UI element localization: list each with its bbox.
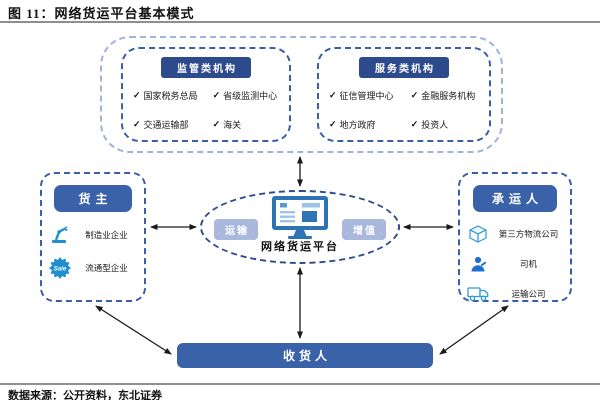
org-label: 海关 [223,120,242,130]
org-label: 地方政府 [339,120,376,130]
robot-arm-icon [49,225,71,244]
org-label: 交通运输部 [143,120,189,130]
check-icon: ✓ [212,119,221,129]
package-icon [467,225,489,243]
title-divider [0,21,600,23]
org-item: ✓交通运输部 [133,118,213,131]
computer-monitor-icon [271,195,329,245]
list-item: 第三方物流公司 [467,225,563,243]
carrier-item-label: 司机 [519,259,537,269]
carrier-box: 承运人 第三方物流公司 司机 [458,172,572,302]
check-icon: ✓ [212,90,221,100]
list-item: Sale 流通型企业 [49,257,137,279]
service-institutions-box: 服务类机构 ✓征信管理中心 ✓金融服务机构 ✓地方政府 ✓投资人 [317,47,491,142]
transport-tag: 运输 [214,219,258,240]
carrier-header: 承运人 [473,185,557,212]
sale-badge-text: Sale [54,266,67,273]
org-item: ✓地方政府 [329,118,411,131]
arrow-carrier-consignee [439,305,509,355]
check-icon: ✓ [329,119,337,129]
list-item: 司机 [467,256,563,272]
org-item: ✓国家税务总局 [133,89,213,102]
data-source: 数据来源：公开资料，东北证券 [8,390,162,400]
check-icon: ✓ [133,90,141,100]
check-icon: ✓ [410,119,419,129]
carrier-item-label: 运输公司 [511,288,546,299]
regulatory-institutions-box: 监管类机构 ✓国家税务总局 ✓省级监测中心 ✓交通运输部 ✓海关 [121,47,291,142]
regulatory-header: 监管类机构 [161,57,251,78]
org-item: ✓金融服务机构 [411,89,485,102]
list-item: 运输公司 [467,285,563,302]
check-icon: ✓ [329,90,337,100]
org-item: ✓投资人 [411,118,485,131]
shipper-header: 货主 [54,185,132,212]
figure-title: 图 11：网络货运平台基本模式 [8,6,195,21]
list-item: 制造业企业 [49,225,137,244]
service-items: ✓征信管理中心 ✓金融服务机构 ✓地方政府 ✓投资人 [329,89,485,131]
driver-icon [467,256,489,272]
org-item: ✓海关 [213,118,285,131]
platform-ellipse: 运输 增值 网络货运平台 [200,190,400,264]
truck-icon [467,285,489,302]
institutions-group-container [100,36,503,153]
check-icon: ✓ [410,90,419,100]
shipper-box: 货主 制造业企业 Sale 流通型企业 [40,172,146,302]
carrier-item-label: 第三方物流公司 [498,229,559,239]
service-header: 服务类机构 [359,57,449,78]
regulatory-items: ✓国家税务总局 ✓省级监测中心 ✓交通运输部 ✓海关 [133,89,285,131]
value-added-tag: 增值 [342,219,386,240]
platform-label: 网络货运平台 [261,241,339,253]
arrow-shipper-consignee [95,305,172,355]
org-label: 投资人 [421,120,449,130]
org-item: ✓省级监测中心 [213,89,285,102]
org-label: 金融服务机构 [421,91,476,101]
org-label: 省级监测中心 [223,91,278,101]
sale-badge-icon: Sale [49,257,71,279]
shipper-item-label: 制造业企业 [85,229,128,240]
org-label: 征信管理中心 [339,91,394,101]
consignee-label: 收货人 [282,349,331,363]
shipper-item-label: 流通型企业 [85,263,128,273]
org-item: ✓征信管理中心 [329,89,411,102]
check-icon: ✓ [133,119,141,129]
consignee-box: 收货人 [177,343,433,368]
footer-divider [0,383,600,385]
org-label: 国家税务总局 [143,91,198,101]
